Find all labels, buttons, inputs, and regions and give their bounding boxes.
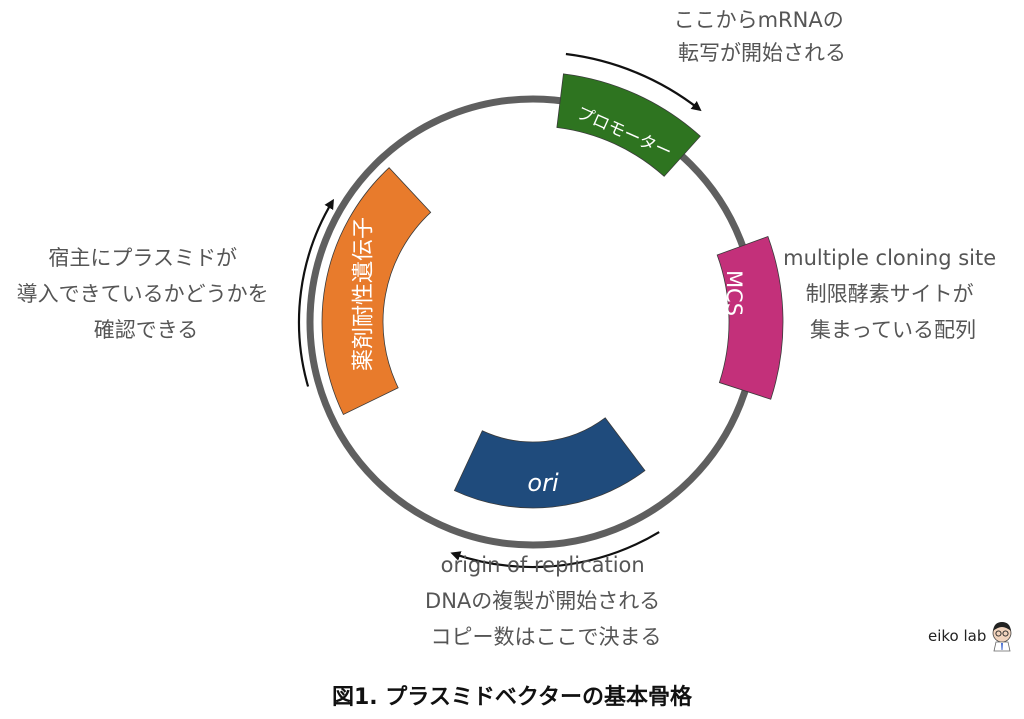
ori-label: ori [527, 469, 559, 497]
mcs-note-line: 制限酵素サイトが [806, 282, 974, 306]
avatar-icon [992, 622, 1012, 652]
resistance-note-line: 宿主にプラスミドが [48, 246, 237, 270]
resistance-note-line: 確認できる [94, 318, 199, 342]
resistance-note: 宿主にプラスミドが 導入できているかどうかを 確認できる [17, 246, 276, 342]
resistance-note-line: 導入できているかどうかを [17, 282, 269, 306]
mcs-note-line: multiple cloning site [783, 246, 996, 270]
mcs-label: MCS [722, 270, 746, 316]
figure-caption: 図1. プラスミドベクターの基本骨格 [332, 684, 693, 710]
mcs-note: multiple cloning site 制限酵素サイトが 集まっている配列 [783, 246, 1003, 342]
replication-direction-arrow [450, 531, 660, 569]
promoter-note-line: ここからmRNAの [674, 8, 844, 32]
mcs-note-line: 集まっている配列 [810, 318, 976, 342]
ori-note-line: origin of replication [441, 553, 645, 577]
promoter-note: ここからmRNAの 転写が開始される [674, 8, 851, 65]
ori-note: origin of replication DNAの複製が開始される コピー数は… [425, 553, 667, 649]
resistance-gene-label: 薬剤耐性遺伝子 [352, 217, 377, 371]
resistance-gene-segment [321, 167, 432, 416]
resistance-direction-arrow [297, 198, 334, 387]
ori-note-line: コピー数はここで決まる [431, 625, 662, 649]
transcription-direction-arrow [565, 52, 702, 112]
promoter-segment [556, 73, 701, 177]
ori-segment [453, 417, 646, 509]
promoter-note-line: 転写が開始される [678, 41, 846, 65]
ori-note-line: DNAの複製が開始される [425, 589, 660, 613]
mcs-segment [716, 235, 784, 400]
brand-name: eiko lab [928, 627, 986, 645]
